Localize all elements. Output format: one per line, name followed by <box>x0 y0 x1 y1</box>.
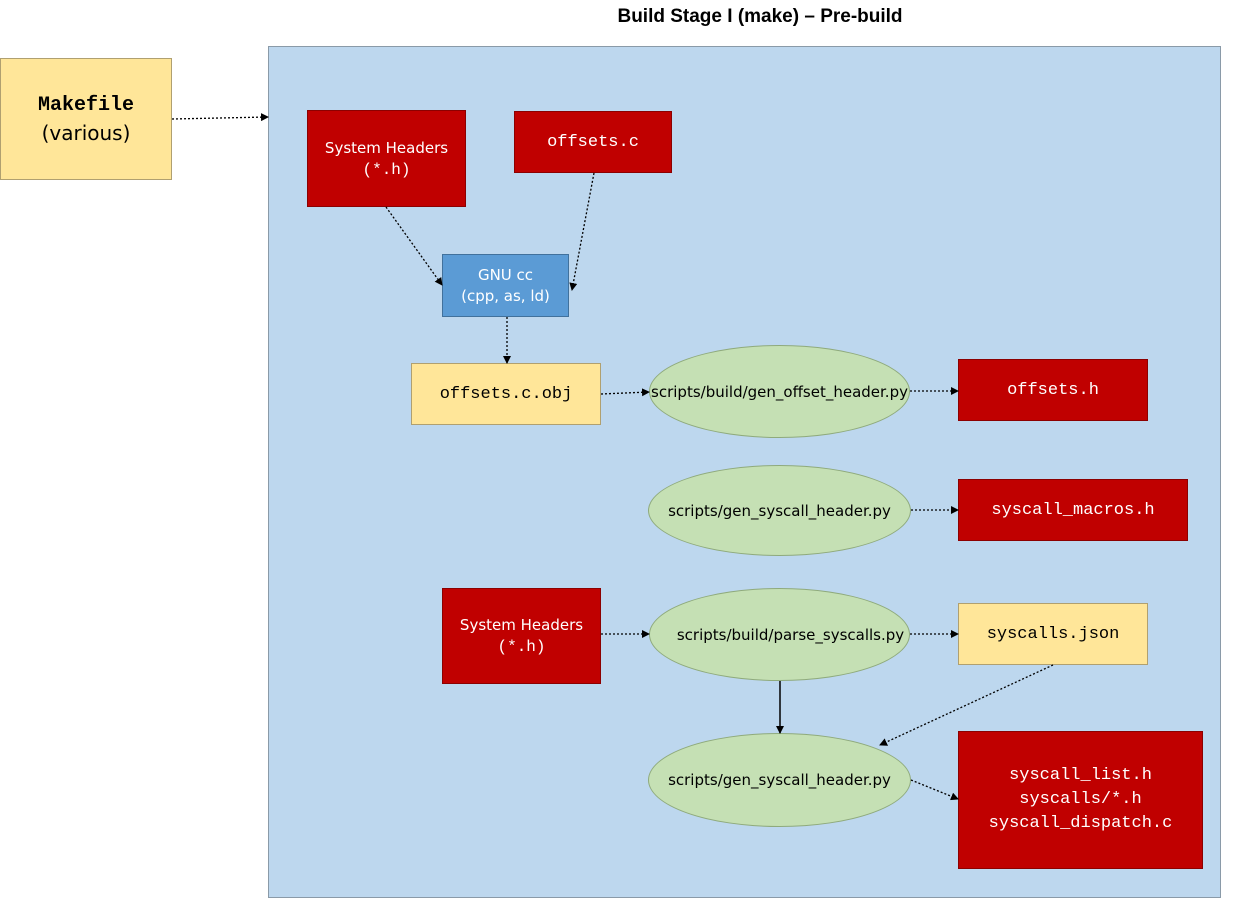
offsets-obj-label: offsets.c.obj <box>439 384 573 404</box>
makefile-box: Makefile (various) <box>0 58 172 180</box>
offsets-obj-box: offsets.c.obj <box>411 363 601 425</box>
gen-offset-header-script: scripts/build/gen_offset_header.py <box>649 345 910 438</box>
system-headers-ext: (*.h) <box>362 160 411 179</box>
offsets-h-box: offsets.h <box>958 359 1148 421</box>
system-headers-box-top: System Headers (*.h) <box>307 110 466 207</box>
arrow-makefile-to-stage <box>171 113 269 122</box>
gnu-cc-box: GNU cc (cpp, as, ld) <box>442 254 569 317</box>
output-syscalls-dir: syscalls/*.h <box>1019 790 1142 809</box>
syscalls-json-box: syscalls.json <box>958 603 1148 665</box>
syscalls-json-label: syscalls.json <box>986 624 1120 644</box>
system-headers-ext: (*.h) <box>497 638 546 656</box>
system-headers-label: System Headers <box>459 616 584 634</box>
output-syscall-dispatch: syscall_dispatch.c <box>988 814 1173 833</box>
gnu-cc-tools: (cpp, as, ld) <box>461 287 550 305</box>
parse-syscalls-script: scripts/build/parse_syscalls.py <box>649 588 910 681</box>
system-headers-label: System Headers <box>324 138 449 157</box>
syscall-macros-box: syscall_macros.h <box>958 479 1188 541</box>
makefile-label: Makefile <box>37 93 134 117</box>
system-headers-box-bottom: System Headers (*.h) <box>442 588 601 684</box>
offsets-c-box: offsets.c <box>514 111 672 173</box>
offsets-c-label: offsets.c <box>547 132 639 152</box>
offsets-h-label: offsets.h <box>1007 380 1099 400</box>
output-syscall-list: syscall_list.h <box>1009 766 1152 785</box>
diagram-title: Build Stage I (make) – Pre-build <box>617 6 903 27</box>
makefile-sub: (various) <box>41 120 131 145</box>
syscall-macros-label: syscall_macros.h <box>991 500 1155 520</box>
gen-syscall-header-script-2: scripts/gen_syscall_header.py <box>648 733 911 827</box>
gnu-cc-label: GNU cc <box>477 266 534 284</box>
gen-syscall-header-script-1: scripts/gen_syscall_header.py <box>648 465 911 556</box>
syscall-outputs-box: syscall_list.h syscalls/*.h syscall_disp… <box>958 731 1203 869</box>
